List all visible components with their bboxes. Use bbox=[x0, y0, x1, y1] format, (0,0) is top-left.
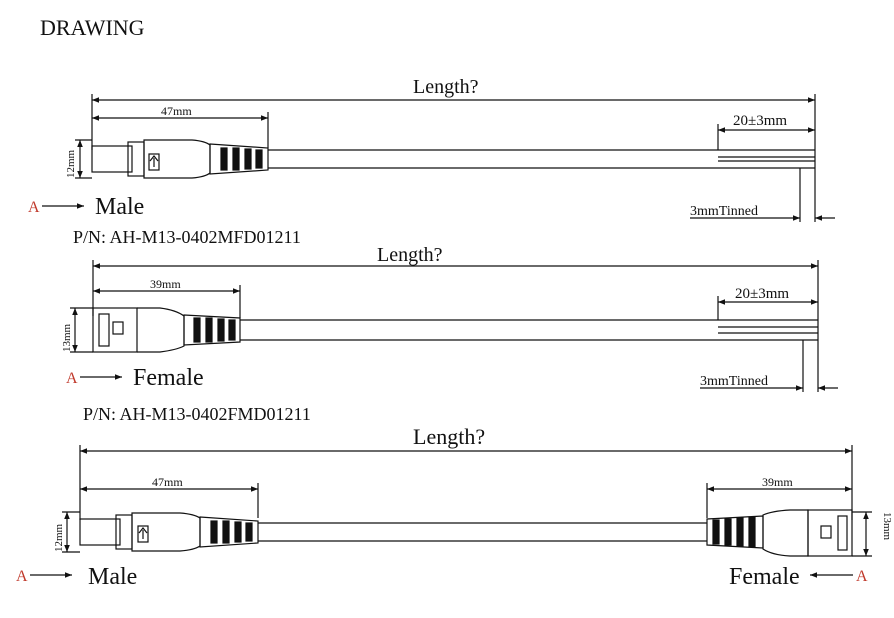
section-female-cable bbox=[70, 260, 838, 392]
female-strip-dim: 20±3mm bbox=[735, 286, 789, 302]
female-marker: A bbox=[66, 370, 78, 387]
female-height-dim: 13mm bbox=[61, 323, 73, 352]
male-length-label: Length? bbox=[413, 76, 479, 98]
male-strip-dim: 20±3mm bbox=[733, 113, 787, 129]
male-marker: A bbox=[28, 199, 40, 216]
male-part-number: P/N: AH-M13-0402MFD01211 bbox=[73, 227, 301, 247]
female-length-label: Length? bbox=[377, 244, 443, 266]
combo-left-height-dim: 12mm bbox=[53, 523, 65, 552]
male-height-dim: 12mm bbox=[65, 149, 77, 178]
combo-left-marker: A bbox=[16, 568, 28, 585]
male-tinned-dim: 3mmTinned bbox=[690, 204, 758, 219]
combo-right-dim: 39mm bbox=[762, 475, 793, 489]
female-part-number: P/N: AH-M13-0402FMD01211 bbox=[83, 404, 311, 424]
male-connector-dim: 47mm bbox=[161, 104, 192, 118]
combo-left-dim: 47mm bbox=[152, 475, 183, 489]
male-connector-label: Male bbox=[95, 194, 144, 220]
female-connector-label: Female bbox=[133, 365, 204, 391]
combo-right-label: Female bbox=[729, 564, 800, 590]
combo-right-height-dim: 13mm bbox=[881, 512, 893, 541]
drawing-title: DRAWING bbox=[40, 15, 145, 40]
combo-left-label: Male bbox=[88, 564, 137, 590]
section-male-female-cable bbox=[62, 445, 872, 557]
section-male-cable bbox=[75, 94, 835, 222]
combo-right-marker: A bbox=[856, 568, 868, 585]
female-connector-dim: 39mm bbox=[150, 277, 181, 291]
combo-length-label: Length? bbox=[413, 424, 485, 449]
female-tinned-dim: 3mmTinned bbox=[700, 374, 768, 389]
